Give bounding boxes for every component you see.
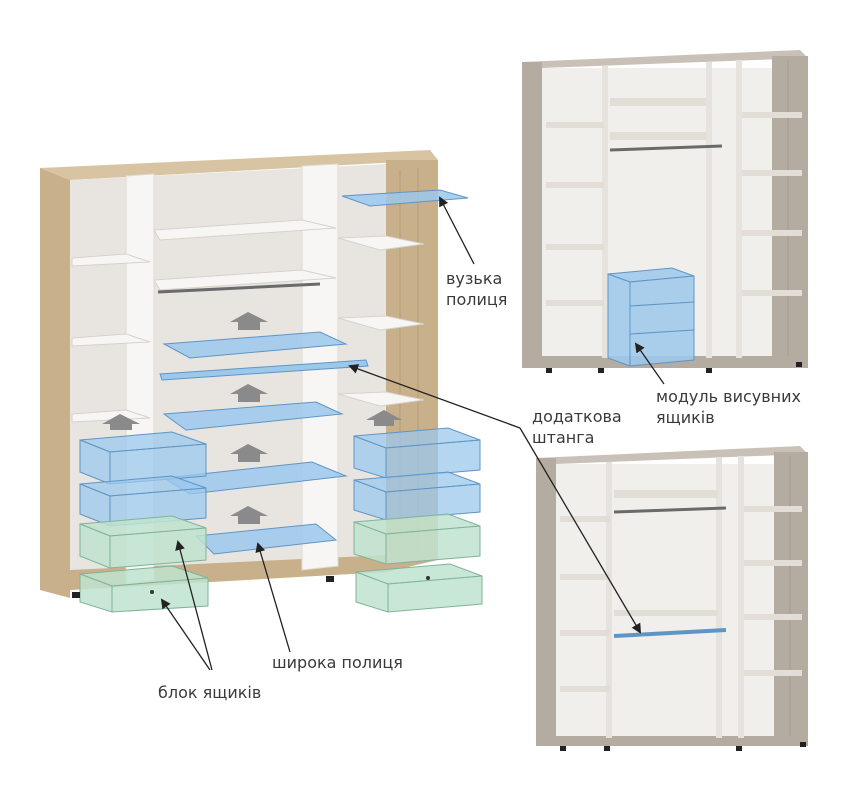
narrow-shelf — [341, 189, 469, 207]
label-narrow-shelf-line1: вузька — [446, 269, 503, 288]
label-wide-shelf: широка полиця — [272, 653, 403, 672]
wide-shelves — [162, 331, 348, 555]
label-extra-rail: додаткова штанга — [532, 406, 622, 448]
leader-narrow-shelf — [439, 196, 475, 265]
drawer-module — [607, 267, 695, 367]
label-narrow-shelf-line2: полиця — [446, 290, 508, 309]
label-drawer-module-line1: модуль висувних — [656, 387, 801, 406]
leader-drawer-module — [634, 342, 665, 385]
center-shelves — [153, 219, 337, 291]
leader-extra-rail — [348, 364, 521, 429]
leader-drawer-block-1 — [160, 598, 211, 671]
wardrobe-feet — [72, 576, 334, 598]
label-extra-rail-line1: додаткова — [532, 407, 622, 426]
drawer-block-right — [353, 427, 483, 613]
extra-rail-installed — [613, 628, 727, 638]
label-drawer-module-line2: ящиків — [656, 408, 715, 427]
label-drawer-module: модуль висувних ящиків — [656, 386, 801, 428]
assembled-wardrobe-top — [522, 50, 808, 373]
label-extra-rail-line2: штанга — [532, 428, 595, 447]
extra-rail — [159, 359, 369, 381]
leader-extra-rail-2 — [519, 427, 642, 634]
assembled-wardrobe-bottom — [536, 446, 808, 751]
wardrobe-top-panel — [40, 150, 438, 180]
leader-wide-shelf — [255, 542, 291, 653]
exploded-wardrobe — [40, 150, 483, 613]
wardrobe-left-side — [40, 168, 70, 598]
leader-lines — [160, 196, 665, 671]
leader-drawer-block-2 — [175, 540, 213, 671]
label-narrow-shelf: вузька полиця — [446, 268, 507, 310]
hanging-rail — [157, 282, 321, 294]
right-column-shelves — [337, 235, 425, 407]
move-up-arrows — [102, 312, 402, 524]
drawer-block-left — [79, 431, 209, 613]
label-drawer-block: блок ящиків — [158, 683, 262, 702]
left-column-shelves — [71, 253, 151, 423]
